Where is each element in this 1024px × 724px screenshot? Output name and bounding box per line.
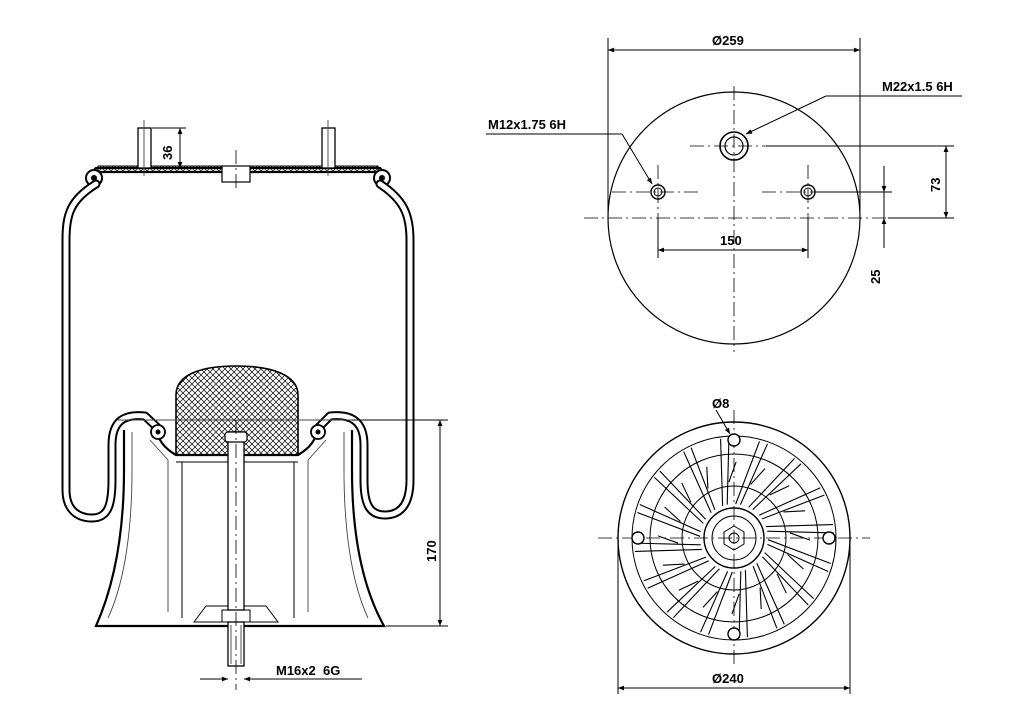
- base-rib-line: [767, 530, 834, 534]
- side-view: 36 170: [61, 120, 448, 690]
- top-view: Ø259 M22x1.5 6H M12x1.75 6H 150 73 25: [486, 33, 962, 352]
- bump-stop: [175, 365, 299, 456]
- base-rib-cross: [657, 535, 679, 544]
- base-rib-line: [767, 543, 829, 573]
- base-rib-cross: [702, 591, 718, 608]
- base-rib-cross: [787, 554, 804, 570]
- base-rib-cross: [759, 587, 762, 610]
- dim-piston-height: 170: [424, 540, 439, 562]
- dim-stud-thread: M12x1.75 6H: [488, 117, 566, 132]
- base-rib-line: [672, 568, 720, 618]
- mount-hole-left: [631, 531, 645, 545]
- base-rib-line: [634, 542, 701, 546]
- mount-hole-right: [822, 531, 836, 545]
- bottom-view: Ø8 Ø240: [598, 396, 870, 694]
- base-ribs: [634, 438, 834, 638]
- base-rib-line: [764, 552, 814, 600]
- base-rib-line: [643, 556, 707, 582]
- left-stud: [137, 127, 152, 169]
- mount-hole-top: [727, 433, 741, 447]
- mount-hole-bottom: [727, 627, 741, 641]
- base-rib-cross: [728, 461, 737, 483]
- dim-base-diameter: Ø240: [712, 671, 744, 686]
- base-rib-cross: [678, 580, 699, 591]
- base-rib-cross: [662, 563, 685, 566]
- dim-outer-diameter: Ø259: [712, 33, 744, 48]
- base-rib-line: [767, 539, 831, 565]
- base-rib-line: [707, 571, 733, 635]
- base-rib-line: [762, 556, 809, 606]
- left-stud-hole: [650, 184, 666, 200]
- base-rib-line: [744, 569, 748, 638]
- base-rib-line: [738, 571, 742, 638]
- base-rib-line: [761, 494, 825, 520]
- base-rib-cross: [664, 506, 681, 522]
- dim-center-thread: M22x1.5 6H: [882, 79, 953, 94]
- base-rib-line: [654, 476, 704, 524]
- base-rib-line: [758, 487, 821, 516]
- base-rib-line: [683, 451, 712, 514]
- dim-stud-height: 36: [160, 146, 175, 160]
- base-rib-cross: [731, 593, 740, 615]
- right-stud-hole: [800, 184, 816, 200]
- base-rib-line: [752, 463, 802, 510]
- base-rib-line: [647, 560, 710, 589]
- dim-stud-spacing: 150: [720, 233, 742, 248]
- dim-hole-diameter: Ø8: [712, 396, 729, 411]
- base-rib-line: [748, 458, 796, 508]
- base-rib-cross: [776, 573, 787, 594]
- base-rib-line: [634, 548, 703, 552]
- right-stud: [321, 127, 336, 169]
- base-rib-cross: [769, 485, 790, 496]
- center-thread-hole: [719, 131, 749, 161]
- base-rib-cross: [706, 466, 709, 489]
- base-rib-line: [756, 562, 785, 625]
- base-rib-line: [639, 503, 701, 533]
- dim-offset-25: 25: [868, 270, 883, 284]
- base-rib-line: [699, 571, 729, 633]
- base-rib-cross: [789, 532, 811, 541]
- base-rib-line: [690, 447, 716, 511]
- base-rib-line: [739, 443, 769, 505]
- base-rib-line: [726, 438, 730, 505]
- base-rib-line: [637, 511, 701, 537]
- dim-offset-73: 73: [928, 178, 943, 192]
- base-rib-cross: [783, 510, 806, 513]
- base-rib-line: [720, 438, 724, 507]
- base-rib-line: [752, 565, 778, 629]
- base-rib-cross: [750, 468, 766, 485]
- base-rib-line: [659, 470, 706, 520]
- dim-bottom-thread: M16x2 6G: [276, 663, 340, 678]
- base-rib-line: [666, 566, 716, 613]
- base-rib-line: [765, 524, 834, 528]
- base-rib-cross: [681, 482, 692, 503]
- base-rib-line: [735, 441, 761, 505]
